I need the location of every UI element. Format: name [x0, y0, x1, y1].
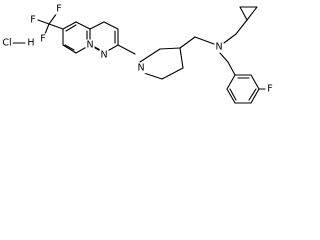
fluorobenzyl-group: [219, 52, 266, 104]
molecule-structure: Cl H F F F N N N N F: [1, 3, 274, 104]
bond: [250, 88, 260, 104]
label-background: [1, 37, 13, 49]
bond: [139, 48, 161, 63]
nitrogen-label: N: [215, 42, 222, 53]
label-background: [99, 49, 109, 61]
bond: [89, 21, 105, 30]
bond: [75, 21, 91, 30]
label-background: [136, 62, 146, 74]
double-bond: [65, 24, 77, 32]
bond: [159, 47, 181, 50]
benzyl-ring-bond: [227, 61, 236, 76]
label-background: [214, 41, 224, 53]
bond: [62, 44, 77, 54]
double-bond: [229, 88, 237, 101]
cyclopropyl-bond: [246, 6, 258, 21]
trifluoromethyl-group: [37, 12, 64, 35]
nitrogen-label: N: [137, 63, 144, 74]
bond: [226, 74, 236, 90]
label-background: [266, 83, 274, 95]
bond: [103, 21, 119, 30]
double-bond: [64, 44, 75, 51]
double-bond: [248, 88, 257, 101]
cyclopropyl-bond: [239, 6, 248, 21]
naphthyridine-piperidine-bond: [117, 44, 136, 55]
bond: [62, 21, 77, 30]
nitrogen-label: N: [100, 50, 107, 61]
label-background: [85, 39, 95, 51]
amine-ch2-bond: [223, 33, 237, 44]
fluorine-label: F: [56, 4, 61, 15]
cf3-ring-bond: [48, 23, 64, 30]
bond: [161, 67, 184, 80]
bond: [143, 72, 163, 80]
amine-benzyl-bond: [219, 52, 229, 63]
cf3-bond-f2: [44, 23, 50, 35]
piperidine-ch2-bond: [179, 36, 196, 49]
fluorine-label: F: [40, 34, 45, 45]
hydrogen-label: H: [27, 38, 34, 49]
fluorine-label: F: [267, 84, 272, 95]
nitrogen-label: N: [86, 40, 93, 51]
cyclopropylmethyl-group: [223, 6, 258, 44]
cf3-bond-f1: [37, 19, 50, 25]
bond: [250, 74, 260, 90]
label-background: [29, 14, 37, 26]
bond: [226, 88, 236, 104]
chlorine-label: Cl: [2, 38, 11, 49]
piperidine-ring: [117, 44, 184, 80]
label-background: [55, 3, 63, 15]
ch2-amine-bond: [194, 36, 215, 45]
label-background: [26, 37, 36, 49]
fluorine-label: F: [30, 15, 35, 26]
cf3-bond-f3: [48, 12, 58, 25]
label-background: [39, 33, 47, 45]
ch2-cyclopropyl-bond: [235, 19, 248, 35]
bond: [179, 47, 184, 69]
